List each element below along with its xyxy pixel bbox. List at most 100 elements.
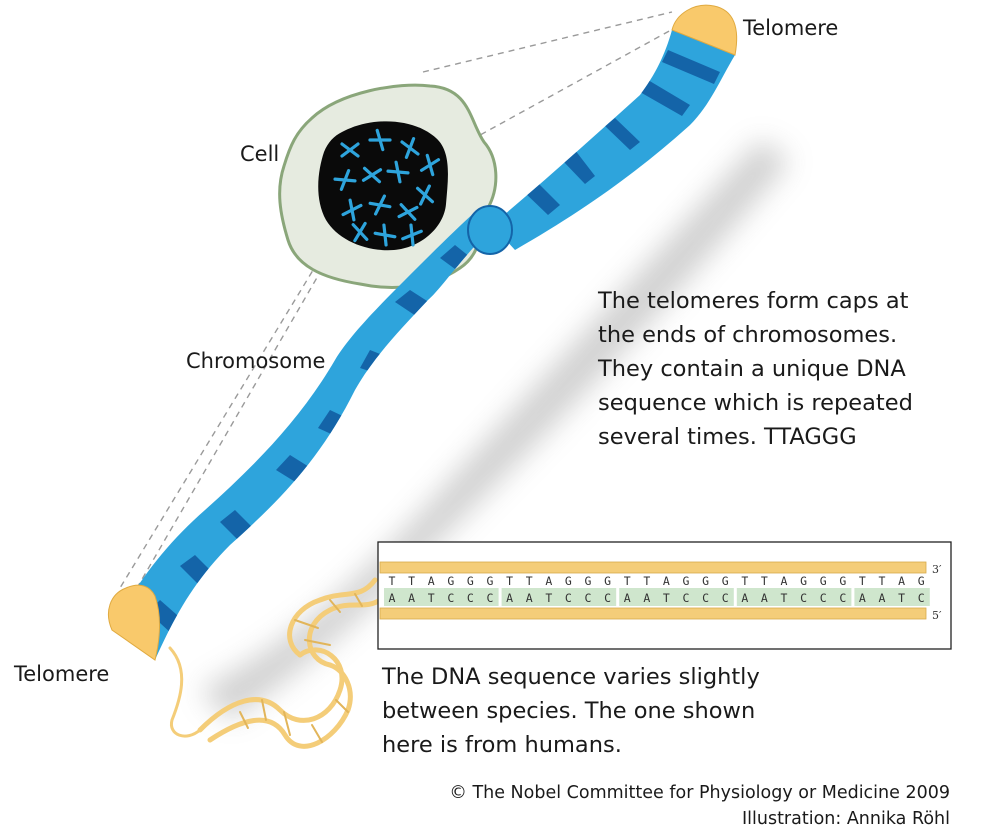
bottom-base-letter: A bbox=[624, 591, 631, 605]
top-base-letter: G bbox=[722, 574, 729, 588]
base-pair-band bbox=[619, 588, 734, 606]
top-base-letter: G bbox=[839, 574, 846, 588]
mini-chromosome bbox=[333, 169, 357, 191]
five-prime-label: 5′ bbox=[932, 609, 942, 622]
mini-chromosome bbox=[400, 137, 420, 159]
cell bbox=[278, 83, 498, 289]
top-base-letter: T bbox=[506, 574, 513, 588]
bottom-base-letter: T bbox=[898, 591, 905, 605]
top-base-letter: G bbox=[585, 574, 592, 588]
top-base-letter: A bbox=[663, 574, 670, 588]
species-note: The DNA sequence varies slightly between… bbox=[382, 660, 760, 762]
top-base-letter: A bbox=[428, 574, 435, 588]
top-base-letter: T bbox=[408, 574, 415, 588]
bottom-base-letter: T bbox=[663, 591, 670, 605]
top-base-letter: G bbox=[683, 574, 690, 588]
bottom-base-letter: T bbox=[428, 591, 435, 605]
chromosome-label: Chromosome bbox=[186, 349, 326, 373]
bottom-base-letter: C bbox=[487, 591, 494, 605]
mini-chromosome bbox=[368, 128, 392, 152]
species-note-line: between species. The one shown bbox=[382, 698, 756, 724]
nucleus-chromosomes bbox=[333, 128, 441, 247]
bottom-base-letter: A bbox=[859, 591, 866, 605]
top-base-letter: T bbox=[624, 574, 631, 588]
bottom-base-letter: T bbox=[545, 591, 552, 605]
mini-chromosome bbox=[386, 160, 410, 184]
bottom-base-letter: C bbox=[683, 591, 690, 605]
dna-helix bbox=[168, 577, 383, 749]
base-pair-band bbox=[384, 588, 499, 606]
base-pair-band bbox=[854, 588, 930, 606]
illustrator-credit: Illustration: Annika Röhl bbox=[741, 809, 950, 829]
top-base-letter: G bbox=[800, 574, 807, 588]
top-base-letter: G bbox=[565, 574, 572, 588]
copyright-credit: © The Nobel Committee for Physiology or … bbox=[449, 783, 950, 803]
centromere bbox=[467, 205, 513, 255]
bottom-base-letter: T bbox=[781, 591, 788, 605]
mini-chromosome bbox=[368, 194, 392, 216]
mini-chromosome bbox=[397, 203, 419, 221]
top-base-letter: T bbox=[761, 574, 768, 588]
telomere-top-label: Telomere bbox=[743, 16, 839, 40]
top-base-letter: T bbox=[879, 574, 886, 588]
bottom-base-letter: A bbox=[408, 591, 415, 605]
top-base-letter: T bbox=[859, 574, 866, 588]
mini-chromosome bbox=[401, 223, 423, 247]
base-pair-band bbox=[736, 588, 852, 606]
three-prime-label: 3′ bbox=[932, 563, 942, 576]
bottom-base-letter: C bbox=[839, 591, 846, 605]
mini-chromosome bbox=[340, 142, 360, 158]
bottom-base-letter: C bbox=[467, 591, 474, 605]
mini-chromosome bbox=[341, 198, 363, 222]
bottom-base-letter: A bbox=[741, 591, 748, 605]
telomere-bottom-label: Telomere bbox=[14, 662, 110, 686]
description-line: The telomeres form caps at bbox=[598, 288, 909, 314]
top-base-letter: A bbox=[781, 574, 788, 588]
bottom-base-letter: C bbox=[820, 591, 827, 605]
top-base-letter: A bbox=[898, 574, 905, 588]
top-base-letter: T bbox=[526, 574, 533, 588]
projection-lines bbox=[119, 11, 683, 601]
top-base-letter: T bbox=[643, 574, 650, 588]
bottom-base-letter: A bbox=[761, 591, 768, 605]
mini-chromosome bbox=[373, 223, 397, 247]
base-pair-bands bbox=[384, 588, 930, 606]
description-line: sequence which is repeated bbox=[598, 390, 913, 416]
top-base-letter: A bbox=[545, 574, 552, 588]
bottom-base-letter: C bbox=[604, 591, 611, 605]
top-base-letter: T bbox=[389, 574, 396, 588]
top-base-letter: G bbox=[702, 574, 709, 588]
base-pair-band bbox=[501, 588, 617, 606]
top-base-letter: T bbox=[741, 574, 748, 588]
bottom-base-letter: C bbox=[565, 591, 572, 605]
chromosome-shadow bbox=[200, 140, 790, 720]
mini-chromosome bbox=[415, 184, 435, 206]
top-base-letter: G bbox=[918, 574, 925, 588]
top-base-letter: G bbox=[820, 574, 827, 588]
bottom-base-letter: A bbox=[389, 591, 396, 605]
mini-chromosome bbox=[361, 166, 383, 184]
bottom-base-letter: C bbox=[585, 591, 592, 605]
description-line: several times. TTAGGG bbox=[598, 424, 857, 450]
bottom-base-letter: C bbox=[702, 591, 709, 605]
mini-chromosome bbox=[351, 221, 369, 243]
top-base-letter: G bbox=[447, 574, 454, 588]
top-base-letter: G bbox=[604, 574, 611, 588]
bottom-base-letter: C bbox=[918, 591, 925, 605]
top-base-letter: G bbox=[487, 574, 494, 588]
bottom-base-letter: C bbox=[722, 591, 729, 605]
top-base-letter: G bbox=[467, 574, 474, 588]
bottom-base-letter: C bbox=[800, 591, 807, 605]
species-note-line: here is from humans. bbox=[382, 732, 622, 758]
top-backbone bbox=[379, 561, 927, 574]
species-note-line: The DNA sequence varies slightly bbox=[382, 664, 760, 690]
bottom-base-letter: A bbox=[643, 591, 650, 605]
telomere-description: The telomeres form caps at the ends of c… bbox=[598, 284, 913, 454]
bottom-base-letter: A bbox=[526, 591, 533, 605]
bottom-base-letter: A bbox=[879, 591, 886, 605]
